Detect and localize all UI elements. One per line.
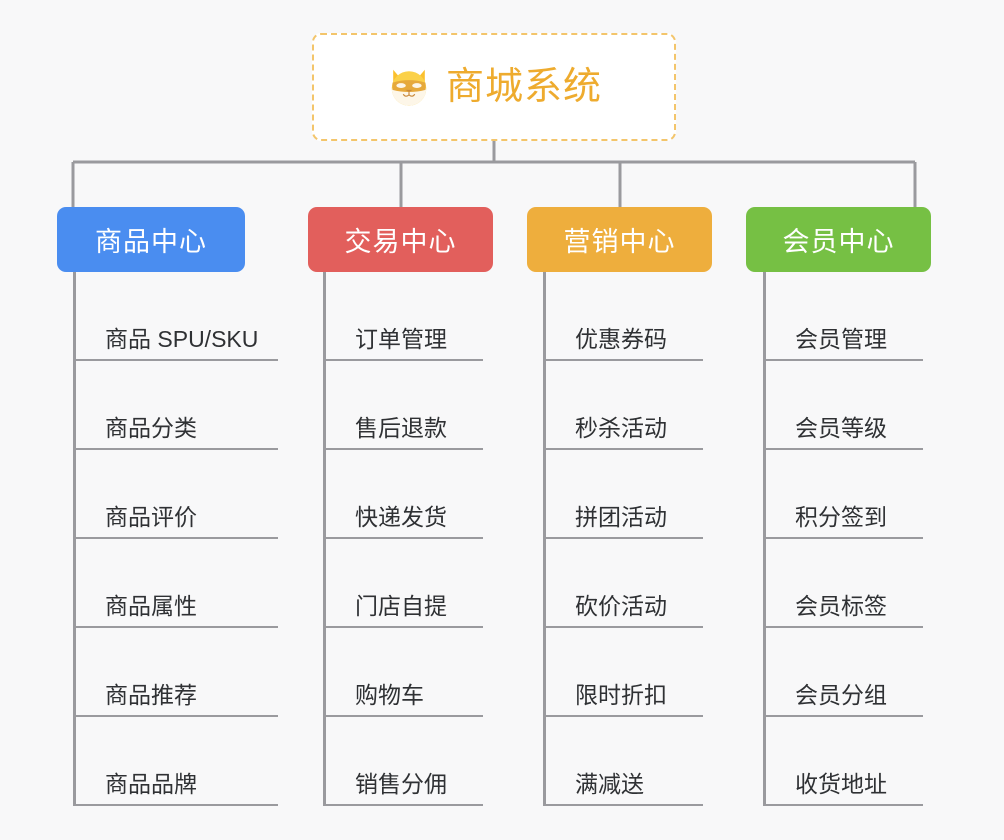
leaf-label: 收货地址 [795,770,887,797]
leaf-label: 商品属性 [105,592,197,619]
leaf-label: 商品推荐 [105,681,197,708]
leaf-label: 会员标签 [795,592,887,619]
leaf-item[interactable]: 商品属性 [73,539,278,628]
category-label-trade-center: 交易中心 [344,227,457,257]
root-node[interactable]: 商城系统 [312,33,676,141]
leaf-item[interactable]: 会员管理 [763,272,923,361]
leaf-trunk-product-center [73,272,76,806]
leaf-item[interactable]: 拼团活动 [543,450,703,539]
leaf-trunk-member-center [763,272,766,806]
leaf-item[interactable]: 售后退款 [323,361,483,450]
leaf-label: 砍价活动 [575,592,667,619]
leaf-item[interactable]: 秒杀活动 [543,361,703,450]
category-label-member-center: 会员中心 [782,227,895,257]
leaf-item[interactable]: 满减送 [543,717,703,806]
leaf-label: 商品分类 [105,414,197,441]
dog-face-icon [391,69,427,106]
leaf-label: 满减送 [575,770,644,797]
leaf-label: 售后退款 [355,414,447,441]
leaf-label: 商品品牌 [105,770,197,797]
leaf-column-marketing-center: 优惠券码秒杀活动拼团活动砍价活动限时折扣满减送 [543,272,743,806]
leaf-label: 销售分佣 [355,770,447,797]
leaf-item[interactable]: 限时折扣 [543,628,703,717]
leaf-trunk-marketing-center [543,272,546,806]
leaf-label: 商品 SPU/SKU [105,325,259,352]
leaf-item[interactable]: 会员等级 [763,361,923,450]
leaf-label: 订单管理 [355,325,447,352]
leaf-label: 购物车 [355,681,424,708]
leaf-label: 限时折扣 [575,681,667,708]
category-label-marketing-center: 营销中心 [563,227,676,257]
leaf-item[interactable]: 商品 SPU/SKU [73,272,278,361]
leaf-column-product-center: 商品 SPU/SKU 商品分类商品评价商品属性商品推荐商品品牌 [73,272,318,806]
category-box-trade-center[interactable]: 交易中心 [308,207,493,272]
leaf-item[interactable]: 收货地址 [763,717,923,806]
leaf-item[interactable]: 商品评价 [73,450,278,539]
leaf-label: 会员分组 [795,681,887,708]
category-box-product-center[interactable]: 商品中心 [57,207,245,272]
category-box-member-center[interactable]: 会员中心 [746,207,931,272]
leaf-label: 积分签到 [795,503,887,530]
leaf-label: 拼团活动 [575,503,667,530]
leaf-item[interactable]: 订单管理 [323,272,483,361]
leaf-item[interactable]: 积分签到 [763,450,923,539]
leaf-item[interactable]: 会员分组 [763,628,923,717]
leaf-item[interactable]: 砍价活动 [543,539,703,628]
leaf-label: 会员管理 [795,325,887,352]
leaf-trunk-trade-center [323,272,326,806]
leaf-label: 快递发货 [355,503,447,530]
leaf-column-member-center: 会员管理会员等级积分签到会员标签会员分组收货地址 [763,272,963,806]
leaf-label: 会员等级 [795,414,887,441]
leaf-label: 优惠券码 [575,325,667,352]
leaf-item[interactable]: 优惠券码 [543,272,703,361]
leaf-item[interactable]: 商品推荐 [73,628,278,717]
category-label-product-center: 商品中心 [95,227,207,257]
leaf-label: 门店自提 [355,592,447,619]
leaf-item[interactable]: 会员标签 [763,539,923,628]
leaf-item[interactable]: 门店自提 [323,539,483,628]
leaf-item[interactable]: 商品分类 [73,361,278,450]
leaf-label: 商品评价 [105,503,197,530]
leaf-item[interactable]: 商品品牌 [73,717,278,806]
leaf-item[interactable]: 购物车 [323,628,483,717]
root-title: 商城系统 [445,66,602,108]
leaf-item[interactable]: 快递发货 [323,450,483,539]
leaf-label: 秒杀活动 [575,414,667,441]
leaf-item[interactable]: 销售分佣 [323,717,483,806]
leaf-column-trade-center: 订单管理售后退款快递发货门店自提购物车销售分佣 [323,272,523,806]
category-box-marketing-center[interactable]: 营销中心 [527,207,712,272]
